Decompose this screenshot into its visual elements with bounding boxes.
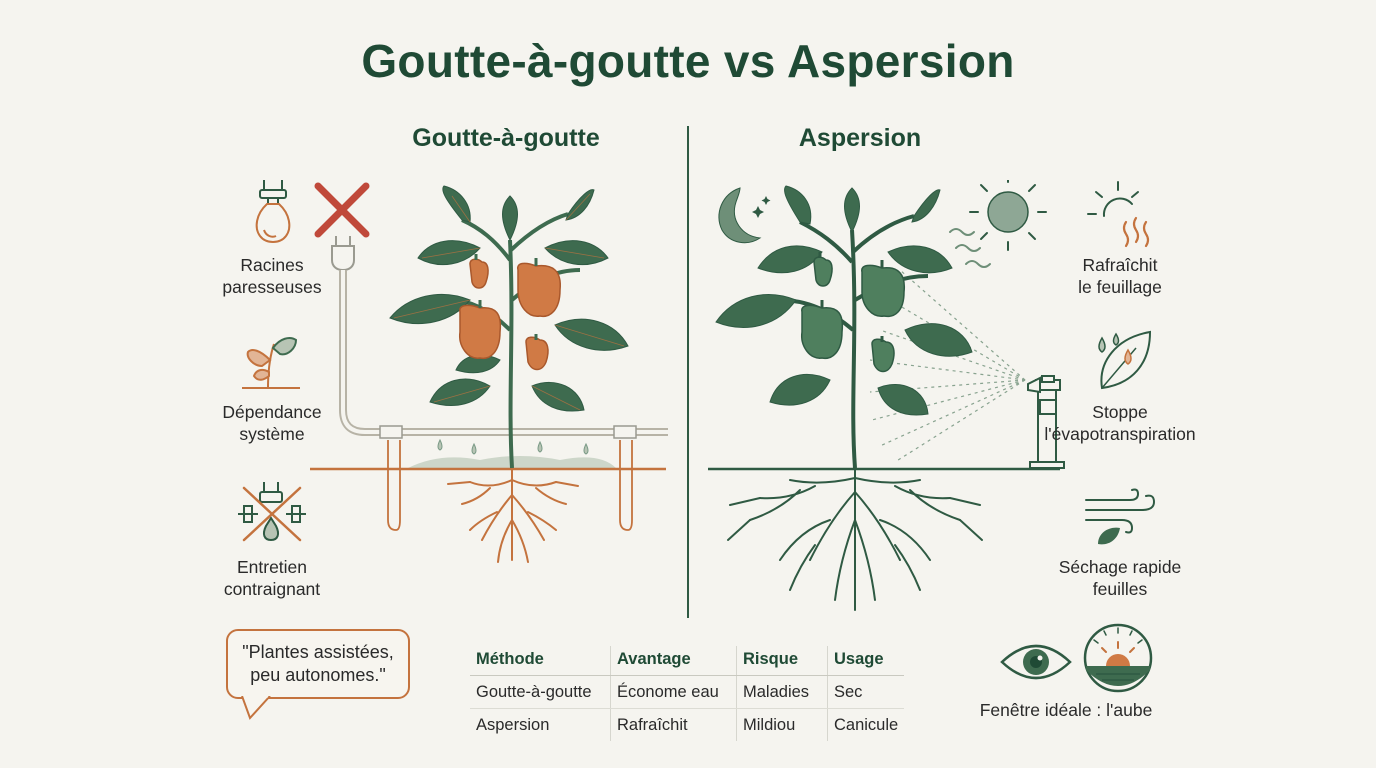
red-cross-icon: [314, 182, 370, 238]
sprinkler-plant-illustration: [708, 180, 1065, 611]
table-row: Aspersion Rafraîchit Mildiou Canicule: [470, 708, 905, 741]
table-cell: Canicule: [827, 708, 905, 741]
quote-bubble-tail: [241, 696, 271, 720]
bulb-plug-icon: [255, 180, 291, 243]
sunrise-icon: [1083, 623, 1153, 693]
eye-icon: [1000, 644, 1072, 680]
table-cell: Rafraîchit: [610, 708, 737, 741]
broken-pipe-icon: [238, 482, 306, 542]
table-row: Goutte-à-goutte Économe eau Maladies Sec: [470, 675, 905, 709]
table-header: Méthode: [470, 646, 611, 676]
table-cell: Économe eau: [610, 675, 737, 709]
quote-bubble: "Plantes assistées,peu autonomes.": [226, 629, 410, 699]
sun-heat-icon: [1087, 181, 1150, 248]
table-header: Usage: [827, 646, 905, 676]
wind-leaf-icon: [1085, 488, 1156, 545]
table-cell: Maladies: [736, 675, 828, 709]
drip-heading: Goutte-à-goutte: [412, 124, 600, 152]
page-title: Goutte-à-goutte vs Aspersion: [361, 35, 1015, 87]
table-header-row: Méthode Avantage Risque Usage: [470, 646, 905, 676]
table-cell: Goutte-à-goutte: [470, 675, 611, 709]
center-divider: [687, 126, 689, 618]
wilted-plant-icon: [242, 337, 300, 389]
table-header: Risque: [736, 646, 828, 676]
leaf-drops-icon: [1098, 330, 1152, 390]
drip-plant-illustration: [310, 185, 668, 563]
sprinkler-heading: Aspersion: [798, 124, 922, 152]
table-header: Avantage: [610, 646, 737, 676]
table-cell: Sec: [827, 675, 905, 709]
comparison-table: Méthode Avantage Risque Usage Goutte-à-g…: [470, 646, 905, 741]
dawn-label: Fenêtre idéale : l'aube: [979, 700, 1153, 720]
table-cell: Aspersion: [476, 716, 550, 734]
table-cell: Mildiou: [736, 708, 828, 741]
